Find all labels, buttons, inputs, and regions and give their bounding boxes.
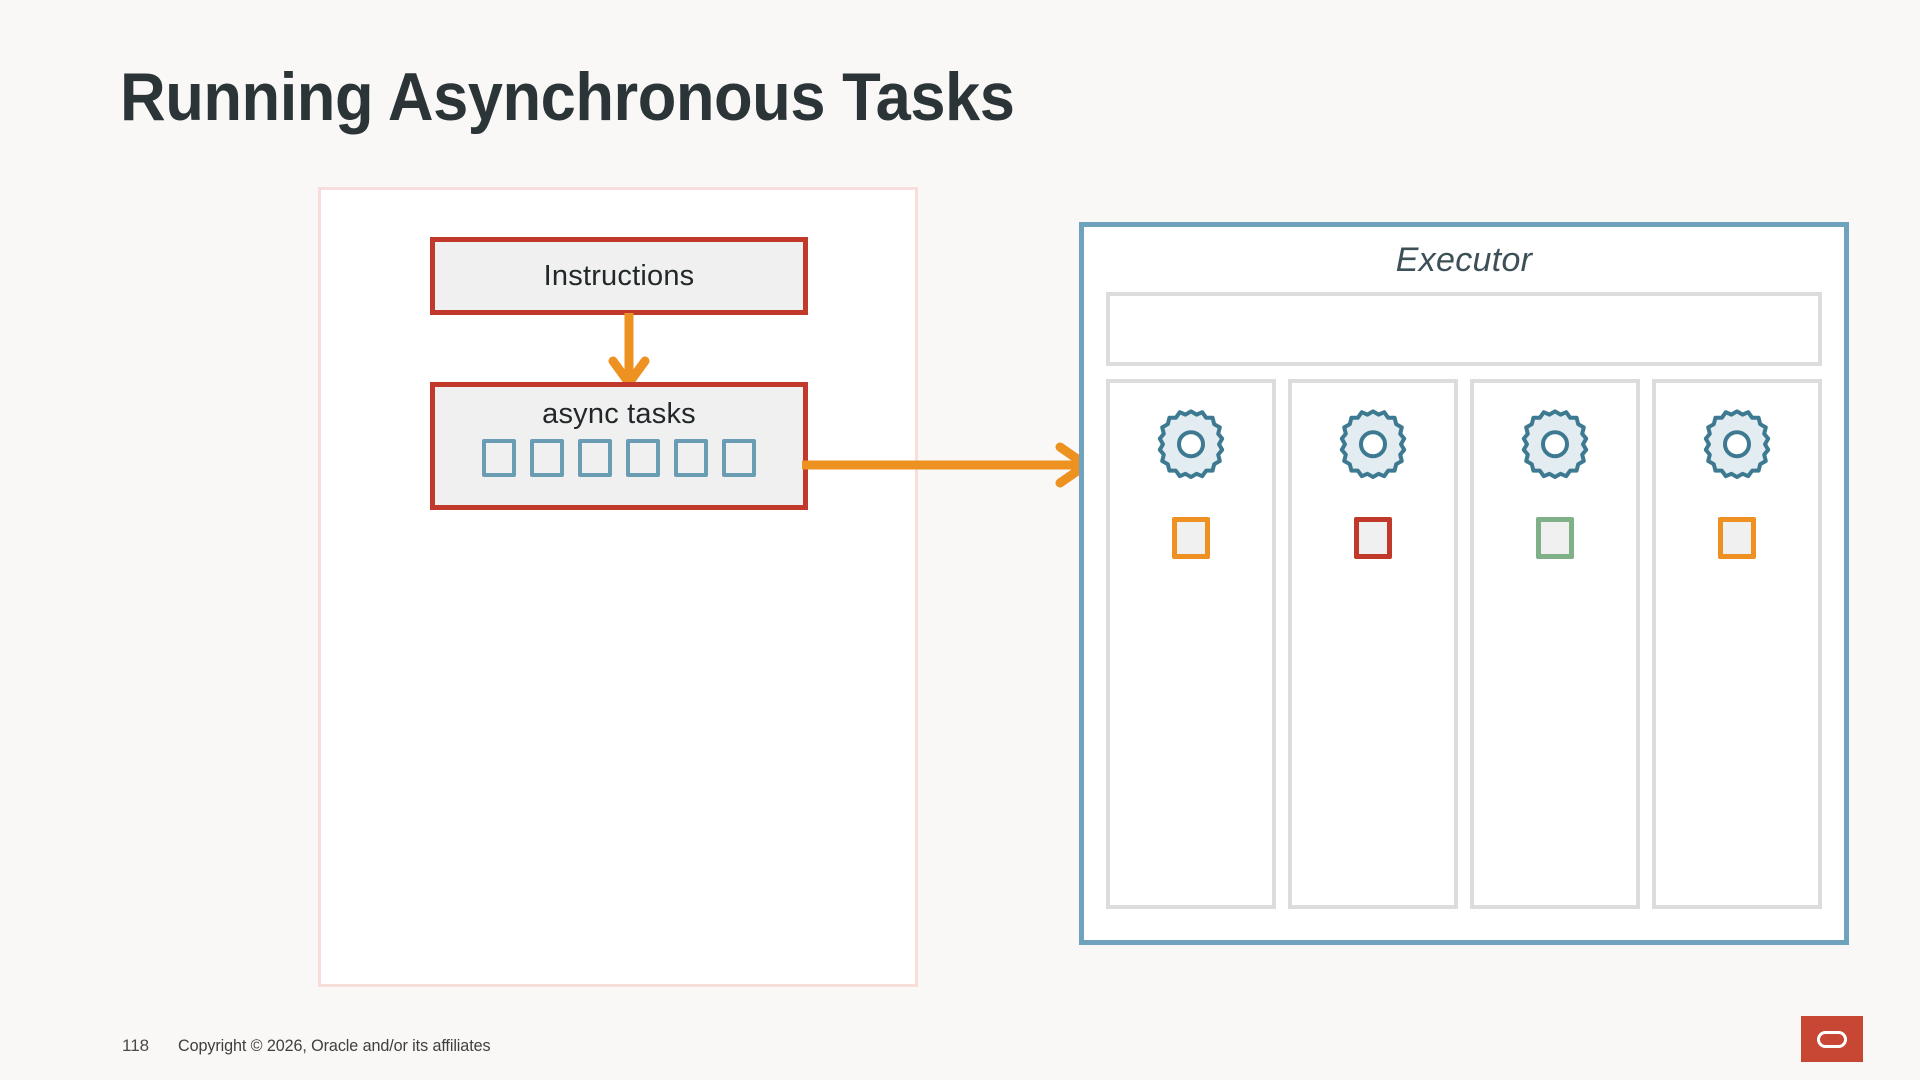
gear-icon	[1515, 405, 1595, 485]
worker-state-chip	[1354, 517, 1392, 559]
async-task-chip	[722, 439, 756, 478]
async-to-executor-arrow	[802, 442, 1091, 488]
page-number: 118	[122, 1036, 150, 1055]
async-task-list	[482, 439, 756, 478]
worker-column-4	[1652, 379, 1822, 909]
instructions-to-async-arrow	[608, 313, 650, 387]
async-task-chip	[674, 439, 708, 478]
async-task-chip	[530, 439, 564, 478]
worker-state-chip	[1536, 517, 1574, 559]
async-tasks-box: async tasks	[430, 382, 808, 510]
producer-panel	[318, 187, 918, 987]
async-task-chip	[578, 439, 612, 478]
worker-column-1	[1106, 379, 1276, 909]
worker-state-chip	[1172, 517, 1210, 559]
oracle-ring-icon	[1817, 1030, 1847, 1048]
executor-panel: Executor	[1079, 222, 1849, 945]
worker-column-2	[1288, 379, 1458, 909]
executor-title: Executor	[1395, 241, 1533, 279]
instructions-label: Instructions	[543, 259, 695, 292]
gear-icon	[1697, 405, 1777, 485]
copyright-text: Copyright © 2026, Oracle and/or its affi…	[178, 1036, 491, 1055]
async-task-chip	[626, 439, 660, 478]
instructions-box: Instructions	[430, 237, 808, 315]
worker-state-chip	[1718, 517, 1756, 559]
gear-icon	[1151, 405, 1231, 485]
worker-column-3	[1470, 379, 1640, 909]
page-title: Running Asynchronous Tasks	[120, 59, 1015, 135]
oracle-logo	[1801, 1016, 1863, 1062]
executor-queue	[1106, 292, 1822, 366]
async-tasks-label: async tasks	[542, 398, 696, 430]
gear-icon	[1333, 405, 1413, 485]
async-task-chip	[482, 439, 516, 478]
executor-worker-row	[1106, 379, 1822, 909]
